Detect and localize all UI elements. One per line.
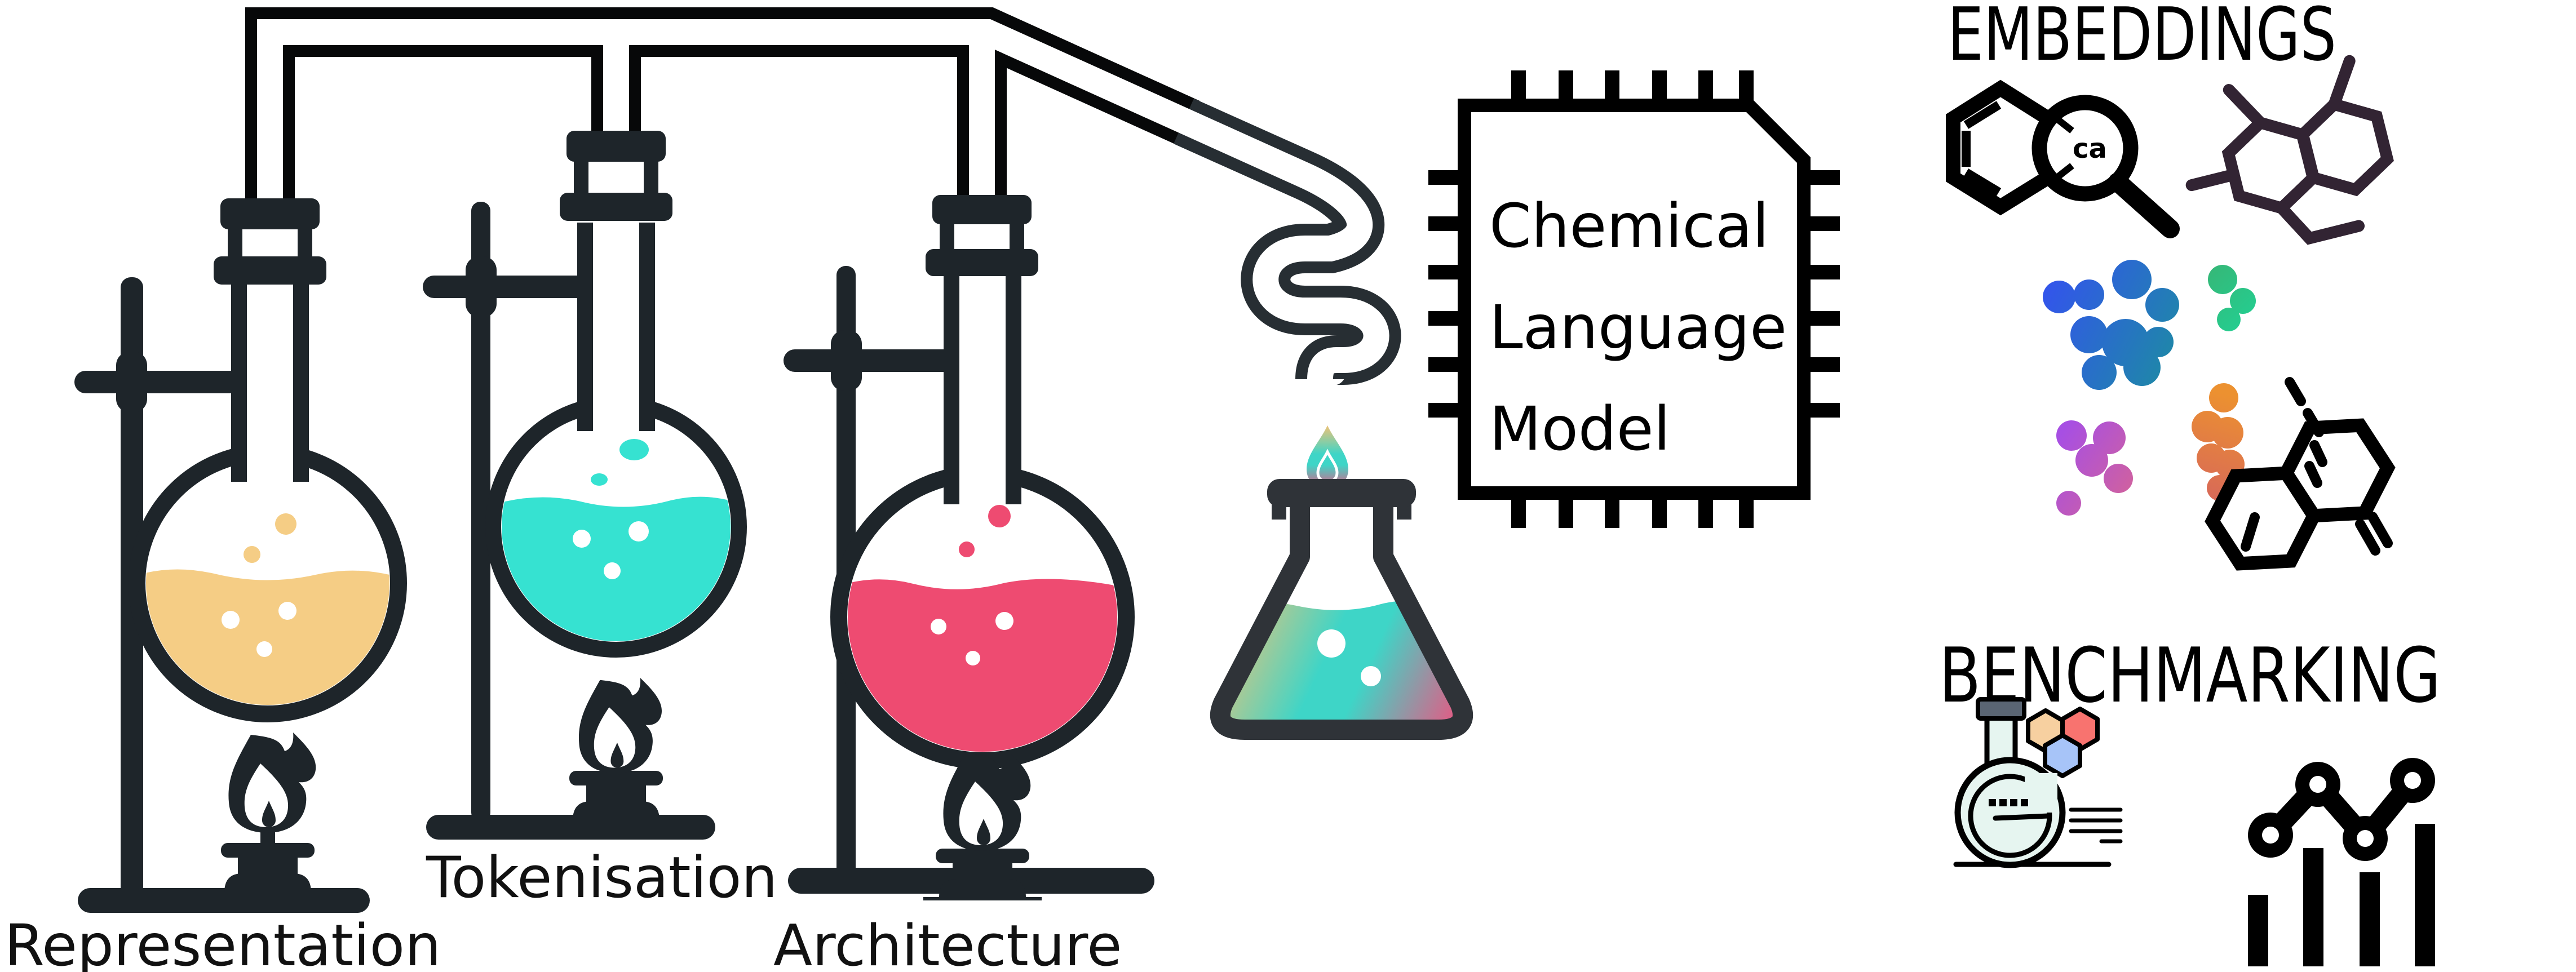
burner-left: [209, 733, 327, 902]
clamp-knob-middle: [466, 256, 497, 317]
molecule-dark-icon: [2185, 55, 2394, 245]
clamp-knob-right: [831, 330, 862, 391]
chip-label-line1: Chemical: [1489, 192, 1769, 261]
flask1-liquid-bubbles: [222, 602, 296, 657]
flask2-vapour-bubbles: [591, 439, 649, 486]
chip-label-line2: Language: [1489, 293, 1787, 363]
flask3-joint: [926, 195, 1038, 276]
flame-left-icon: [228, 733, 316, 833]
flask3-vapour-bubbles: [959, 505, 1011, 557]
pipe-network: [245, 7, 1401, 385]
chip-label-line3: Model: [1489, 394, 1670, 464]
embeddings-title: EMBEDDINGS: [1948, 0, 2336, 77]
label-tokenisation: Tokenisation: [426, 844, 777, 911]
flask3-liquid-bubbles: [931, 612, 1013, 665]
benzene-magnifier-icon: ca: [1946, 79, 2180, 238]
bench-report-lines: [2069, 807, 2123, 844]
flask-architecture: [830, 195, 1135, 769]
bench-chart-icon: [2248, 758, 2435, 966]
bench-flask-icon: [1953, 697, 2123, 868]
stand-pole-middle: [471, 202, 490, 822]
burner-right: [923, 751, 1042, 900]
burners: [209, 677, 1042, 902]
erlenmeyer-flask-icon: [1210, 479, 1473, 740]
chip-body: [1458, 99, 1811, 500]
embedding-cluster-purple: [2056, 420, 2133, 516]
bench-hexagons: [2026, 707, 2100, 778]
label-representation: Representation: [5, 912, 441, 972]
flask1-vapour-bubbles: [244, 513, 296, 563]
magnifier-label: ca: [2073, 133, 2107, 165]
flask2-joint: [560, 131, 672, 221]
chart-points: [2248, 758, 2435, 861]
bench-flask-stopper: [1976, 697, 2026, 721]
erlenmeyer-mixture: [1220, 600, 1463, 730]
chart-bars: [2248, 824, 2435, 966]
hexagon-blue: [2043, 733, 2082, 778]
naphthalene-icon: [2205, 377, 2396, 571]
magnifier-lens-icon: [2031, 95, 2139, 202]
clamp-knob-left: [116, 352, 147, 412]
flask3-liquid: [848, 579, 1117, 752]
chip-icon: Chemical Language Model: [1428, 70, 1840, 528]
flask-representation: [129, 198, 407, 722]
flask-tokenisation: [485, 131, 747, 658]
label-architecture: Architecture: [773, 912, 1122, 972]
embedding-cluster-green: [2208, 265, 2256, 331]
bench-flask-dashes: [1989, 799, 2028, 806]
flame-middle-icon: [578, 677, 662, 773]
embedding-cluster-blue: [2043, 260, 2179, 390]
flask2-liquid-bubbles: [573, 521, 649, 579]
flask1-joint: [214, 198, 326, 285]
pipe-bore-main: [257, 19, 1389, 380]
magnifier-handle-icon: [2108, 172, 2180, 238]
burner-middle: [557, 677, 675, 829]
